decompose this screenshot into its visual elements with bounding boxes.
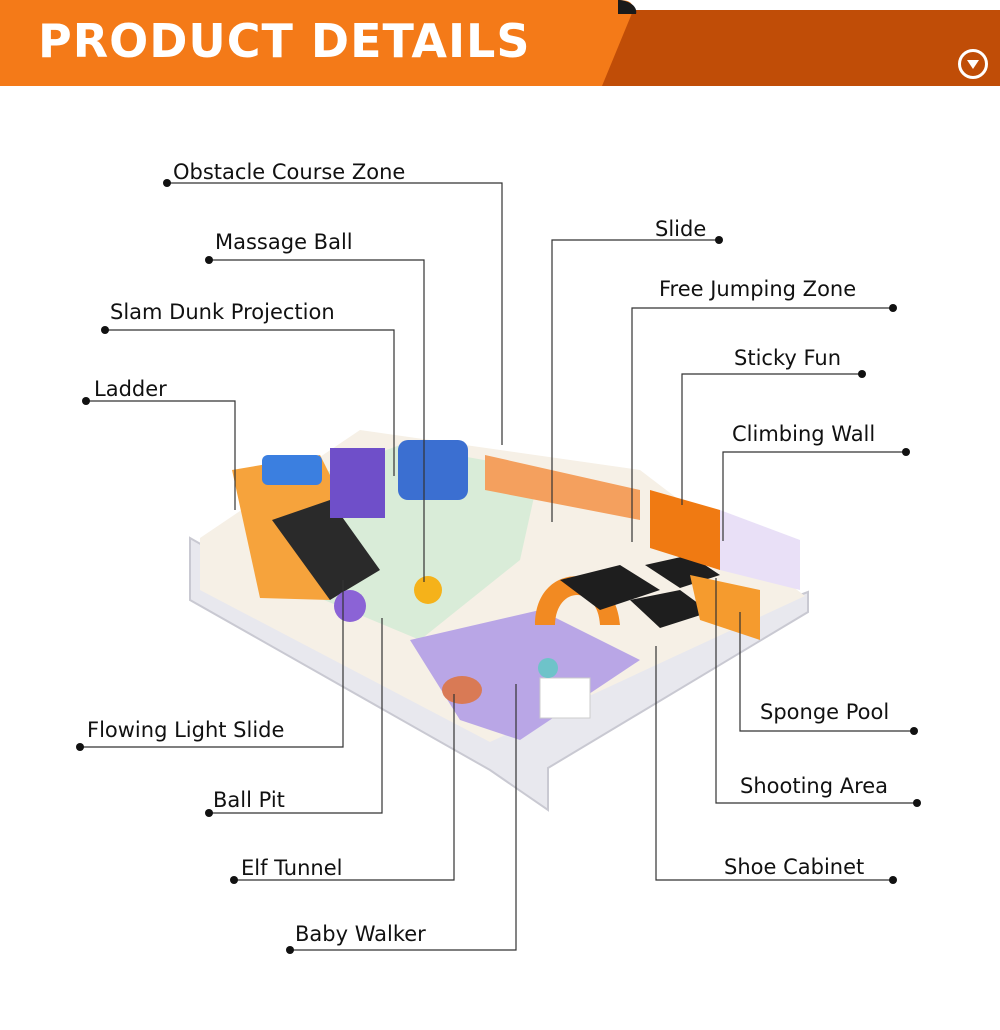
leader-ballpit bbox=[209, 618, 383, 814]
trampoline-1 bbox=[560, 565, 660, 610]
elf-tunnel-shape bbox=[442, 676, 482, 704]
leader-shooting bbox=[715, 578, 917, 804]
ball-shape bbox=[334, 590, 366, 622]
label-sponge-pool: Sponge Pool bbox=[760, 700, 890, 724]
chevron-down-icon[interactable] bbox=[958, 49, 988, 79]
banner-orange-tab bbox=[0, 0, 633, 86]
label-elf-tunnel: Elf Tunnel bbox=[241, 856, 343, 880]
back-wall bbox=[485, 455, 640, 520]
label-ladder: Ladder bbox=[94, 377, 167, 401]
banner-notch bbox=[618, 0, 637, 14]
leader-flowing bbox=[80, 580, 344, 748]
leader-slide bbox=[551, 239, 719, 522]
leader-jumping bbox=[631, 307, 893, 542]
baby-walker-shape bbox=[538, 658, 558, 678]
label-slam-dunk-projection: Slam Dunk Projection bbox=[110, 300, 335, 324]
header-banner: PRODUCT DETAILS bbox=[0, 0, 1000, 86]
leader-massage bbox=[209, 259, 425, 582]
leader-slam bbox=[105, 329, 395, 476]
label-climbing-wall: Climbing Wall bbox=[732, 422, 876, 446]
label-shooting-area: Shooting Area bbox=[740, 774, 889, 798]
label-baby-walker: Baby Walker bbox=[295, 922, 426, 946]
leader-obstacle bbox=[167, 182, 503, 445]
leader-baby bbox=[290, 684, 517, 951]
massage-ball-shape bbox=[414, 576, 442, 604]
slam-dunk-screen bbox=[330, 448, 385, 518]
label-free-jumping-zone: Free Jumping Zone bbox=[659, 277, 857, 301]
label-flowing-light-slide: Flowing Light Slide bbox=[87, 718, 285, 742]
slide-sign bbox=[262, 455, 322, 485]
leader-climbing bbox=[722, 451, 906, 541]
label-sticky-fun: Sticky Fun bbox=[734, 346, 842, 370]
label-ball-pit: Ball Pit bbox=[213, 788, 285, 812]
leader-ladder bbox=[86, 400, 236, 510]
flowing-light-slide-shape bbox=[272, 500, 380, 600]
page-title: PRODUCT DETAILS bbox=[38, 14, 531, 68]
climbing-wall-shape bbox=[720, 510, 800, 590]
checker-floor bbox=[410, 610, 640, 740]
label-massage-ball: Massage Ball bbox=[215, 230, 353, 254]
banner-shape bbox=[0, 0, 1000, 86]
shoe-cabinet-shape bbox=[539, 677, 591, 719]
leader-shoe bbox=[655, 646, 893, 881]
trampoline-2 bbox=[630, 590, 710, 628]
sticky-wall bbox=[650, 490, 720, 570]
label-shoe-cabinet: Shoe Cabinet bbox=[724, 855, 865, 879]
leader-sponge bbox=[739, 612, 914, 732]
leader-elf bbox=[234, 694, 455, 881]
label-slide: Slide bbox=[655, 217, 707, 241]
leader-sticky bbox=[681, 373, 862, 505]
obstacle-tower bbox=[398, 440, 468, 500]
label-obstacle-course-zone: Obstacle Course Zone bbox=[173, 160, 406, 184]
sponge-pool-shape bbox=[690, 575, 760, 640]
